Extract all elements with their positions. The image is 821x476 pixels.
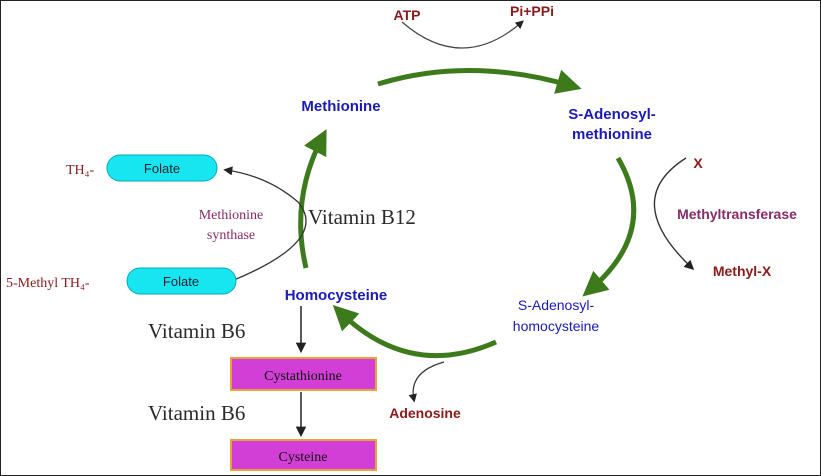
folate-box-top xyxy=(106,154,218,182)
methionine-synthase-line1: Methionine xyxy=(199,208,264,223)
methionine-synthase-line2: synthase xyxy=(207,228,255,243)
cycle-arrow-sah-to-hcy xyxy=(332,305,498,359)
methionine-label: Methionine xyxy=(301,98,380,115)
cycle-arrow-met-to-sam xyxy=(377,67,582,94)
vitamin-b6-second-label: Vitamin B6 xyxy=(148,401,245,425)
th4-label: TH₄- xyxy=(66,163,95,178)
cycle-arrow-sam-to-sah xyxy=(582,156,637,297)
sam-label-line2: methionine xyxy=(572,126,652,143)
folate-regeneration-arrow xyxy=(223,166,307,281)
sah-label-line1: S-Adenosyl- xyxy=(518,297,595,313)
cystathionine-label: Cystathionine xyxy=(264,369,342,384)
homocysteine-label: Homocysteine xyxy=(285,287,388,304)
cysteine-box xyxy=(230,439,377,471)
adenosine-label: Adenosine xyxy=(389,405,461,421)
cycle-arrow-hcy-to-met xyxy=(298,129,327,269)
atp-consumption-arrow xyxy=(401,20,524,49)
pi-ppi-label: Pi+PPi xyxy=(510,3,554,19)
sam-label-line1: S-Adenosyl- xyxy=(568,106,656,123)
methyltransferase-label: Methyltransferase xyxy=(677,206,797,222)
methyl-x-label: Methyl-X xyxy=(713,263,772,279)
cysteine-label: Cysteine xyxy=(279,450,328,465)
vitamin-b12-label: Vitamin B12 xyxy=(308,205,416,229)
methyl-th4-label: 5-Methyl TH₄- xyxy=(6,276,90,291)
folate-bottom-label: Folate xyxy=(163,274,199,289)
adenosine-release-arrow xyxy=(408,361,445,403)
sah-label-line2: homocysteine xyxy=(513,318,600,334)
folate-box-bottom xyxy=(126,267,237,295)
atp-label: ATP xyxy=(394,7,421,23)
methyl-transfer-arrow xyxy=(653,157,695,271)
cystathionine-box xyxy=(230,357,377,391)
x-label: X xyxy=(693,155,703,171)
vitamin-b6-first-label: Vitamin B6 xyxy=(148,319,245,343)
folate-top-label: Folate xyxy=(144,161,180,176)
